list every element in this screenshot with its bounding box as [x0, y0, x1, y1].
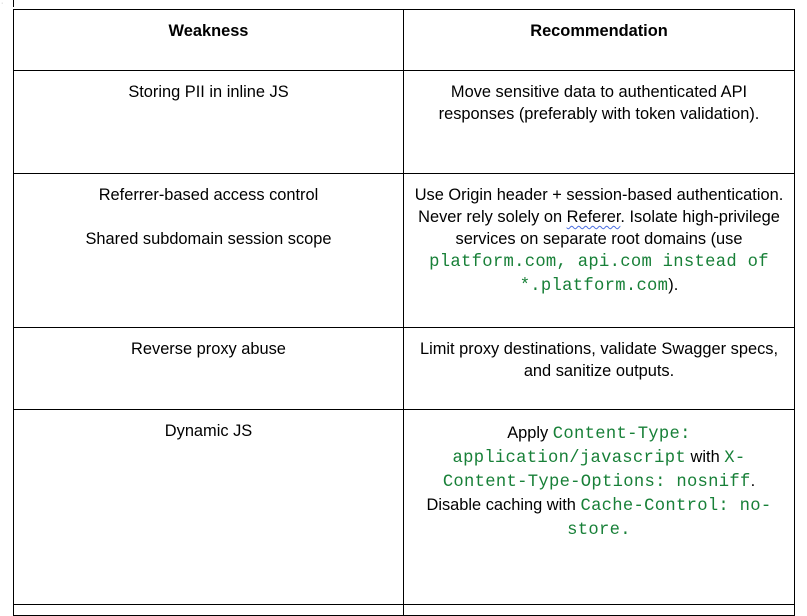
- table-row: Storing PII in inline JS Move sensitive …: [13, 70, 795, 174]
- recommendation-cell[interactable]: Limit proxy destinations, validate Swagg…: [403, 327, 795, 410]
- weakness-text: Reverse proxy abuse: [131, 340, 286, 358]
- recommendation-text-part: with: [686, 448, 725, 466]
- recommendation-text: Use Origin header + session-based authen…: [414, 184, 784, 298]
- recommendation-text-part: . Disable caching with: [426, 472, 756, 514]
- inline-code: X-Content-Type-Options: nosniff: [442, 449, 751, 492]
- recommendation-text-part: Apply: [507, 424, 553, 442]
- inline-code: Content-Type: application/javascript: [452, 425, 691, 468]
- weakness-text: Shared subdomain session scope: [85, 230, 332, 248]
- table-row: [13, 604, 795, 616]
- weakness-text: Referrer-based access control: [98, 186, 319, 204]
- inline-code: Cache-Control: no-store.: [567, 497, 772, 540]
- weakness-cell[interactable]: Reverse proxy abuse: [13, 327, 404, 410]
- recommendation-cell[interactable]: Move sensitive data to authenticated API…: [403, 70, 795, 174]
- spellcheck-word[interactable]: Referer: [566, 208, 621, 226]
- recommendation-cell[interactable]: Use Origin header + session-based authen…: [403, 173, 795, 328]
- weakness-text: Dynamic JS: [164, 422, 253, 440]
- weakness-text: Storing PII in inline JS: [128, 83, 289, 101]
- margin-corner-mark: ·: [1, 0, 4, 7]
- recommendation-text: Limit proxy destinations, validate Swagg…: [419, 340, 779, 380]
- text-cursor: [13, 0, 14, 7]
- inline-code: platform.com, api.com instead of *.platf…: [429, 253, 769, 296]
- recommendation-text: Apply Content-Type: application/javascri…: [414, 422, 784, 542]
- header-recommendation[interactable]: Recommendation: [403, 9, 795, 71]
- recommendation-text: Move sensitive data to authenticated API…: [438, 83, 760, 123]
- recommendation-text-part: ).: [668, 276, 679, 294]
- recommendation-cell[interactable]: Apply Content-Type: application/javascri…: [403, 409, 795, 605]
- weakness-cell[interactable]: Dynamic JS: [13, 409, 404, 605]
- paragraph-gap: [24, 206, 393, 228]
- table-row: Dynamic JS Apply Content-Type: applicati…: [13, 409, 795, 605]
- table-row: Reverse proxy abuse Limit proxy destinat…: [13, 327, 795, 410]
- recommendation-cell[interactable]: [403, 604, 795, 616]
- table-header-row: Weakness Recommendation: [13, 9, 795, 71]
- weakness-cell[interactable]: Storing PII in inline JS: [13, 70, 404, 174]
- weakness-cell[interactable]: Referrer-based access control Shared sub…: [13, 173, 404, 328]
- recommendation-text-part: . Isolate high-privilege services on sep…: [455, 208, 780, 248]
- weakness-cell[interactable]: [13, 604, 404, 616]
- recommendation-text-part: Use Origin header + session-based authen…: [414, 186, 784, 226]
- table-row: Referrer-based access control Shared sub…: [13, 173, 795, 328]
- recommendations-table: Weakness Recommendation Storing PII in i…: [13, 9, 795, 616]
- header-weakness[interactable]: Weakness: [13, 9, 404, 71]
